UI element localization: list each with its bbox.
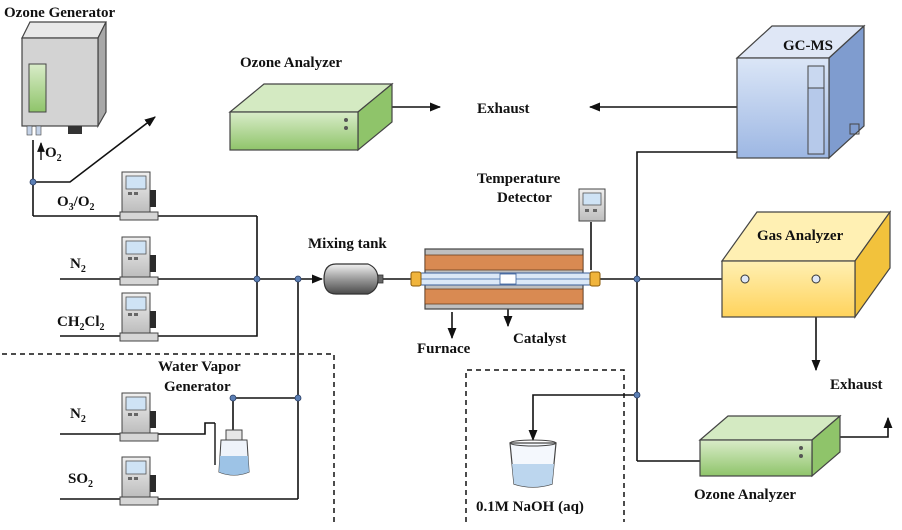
dashed-enclosures [2, 353, 625, 522]
gas-analyzer-icon [720, 210, 892, 319]
so2-label: SO2 [68, 471, 93, 490]
naoh-label: 0.1M NaOH (aq) [476, 499, 584, 515]
furnace-label: Furnace [417, 341, 471, 357]
naoh-beaker-icon [509, 439, 557, 488]
catalyst-label: Catalyst [513, 331, 566, 347]
water-vapor-label-1: Water Vapor [158, 359, 241, 375]
gc-ms-icon [735, 24, 866, 160]
water-vapor-label-2: Generator [164, 379, 231, 395]
ch2cl2-label: CH2Cl2 [57, 314, 105, 333]
ozone-analyzer-bottom-icon [698, 414, 842, 478]
ozone-analyzer-icon [228, 82, 394, 152]
mass-flow-controller-icon [119, 171, 159, 506]
temperature-detector-icon [578, 188, 606, 222]
ozone-analyzer-top-label: Ozone Analyzer [240, 55, 342, 71]
n2-bottom-label: N2 [70, 406, 86, 425]
exhaust-top-label: Exhaust [477, 101, 530, 117]
ozone-analyzer-bottom-label: Ozone Analyzer [694, 487, 796, 503]
temperature-detector-label-1: Temperature [477, 171, 561, 187]
furnace-icon [410, 248, 601, 310]
ozone-generator-icon [21, 21, 107, 136]
n2-top-label: N2 [70, 256, 86, 275]
gc-ms-label: GC-MS [783, 38, 833, 54]
exhaust-right-label: Exhaust [830, 377, 883, 393]
o2-label: O2 [45, 145, 62, 164]
mixing-tank-icon [323, 263, 384, 295]
mixing-tank-label: Mixing tank [308, 236, 387, 252]
junction-dots [29, 178, 641, 402]
gas-analyzer-label: Gas Analyzer [757, 228, 844, 244]
ozone-generator-label: Ozone Generator [4, 5, 116, 21]
water-vapor-generator-icon [214, 423, 250, 476]
temperature-detector-label-2: Detector [497, 190, 552, 206]
o3-o2-label: O3/O2 [57, 194, 95, 213]
